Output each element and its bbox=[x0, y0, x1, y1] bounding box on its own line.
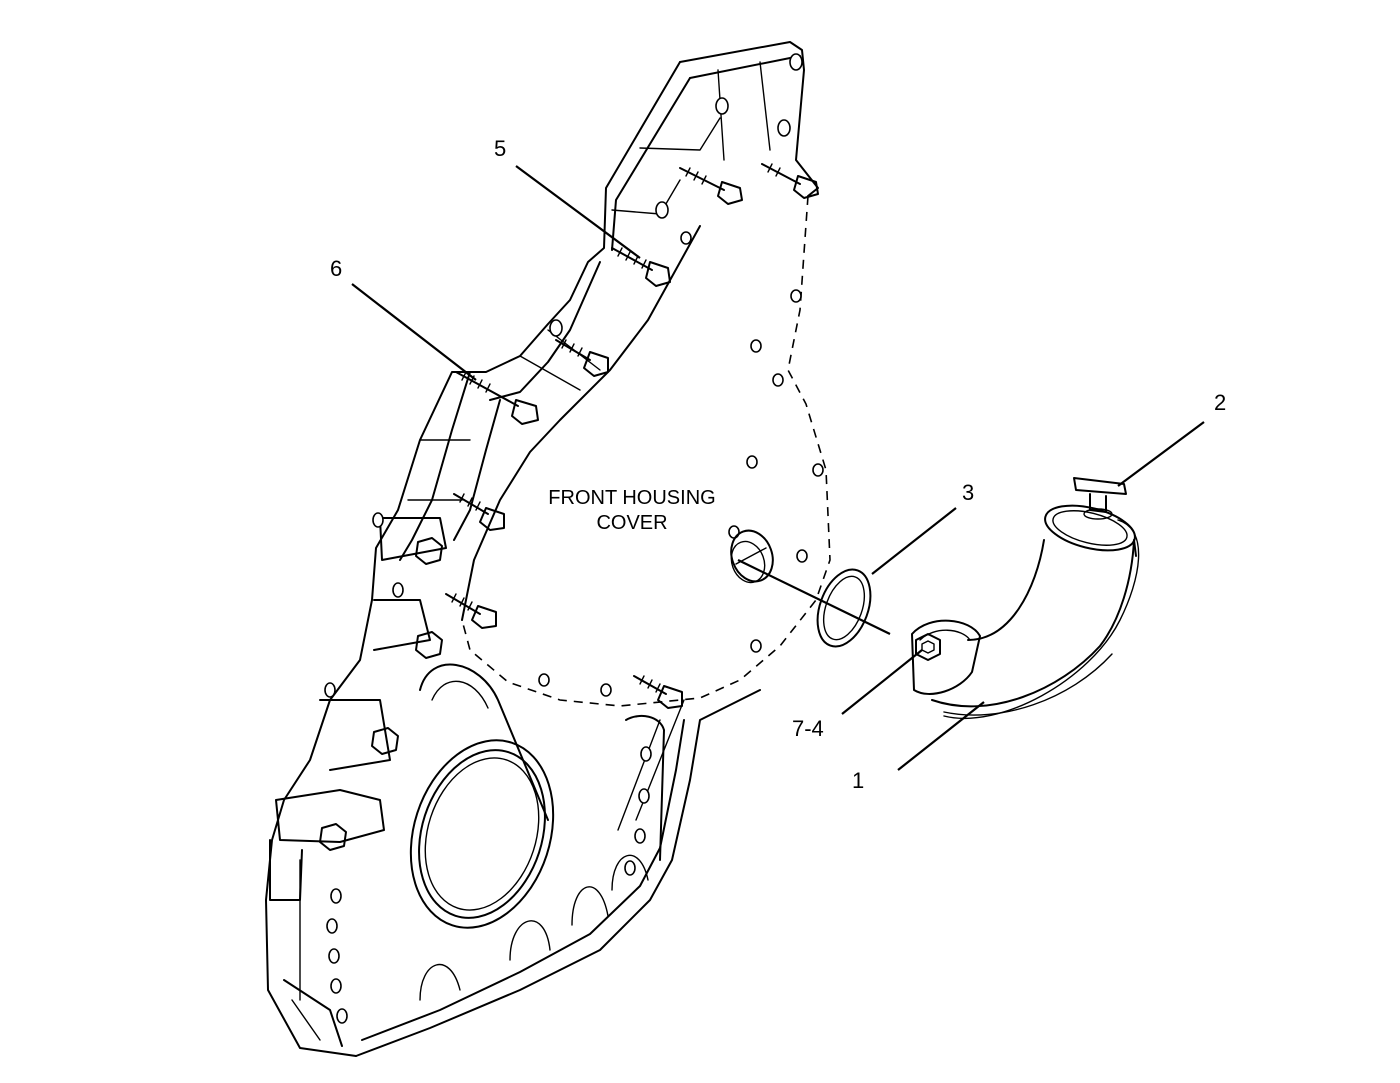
front-housing bbox=[265, 41, 819, 1057]
bolts bbox=[319, 163, 819, 851]
gasket bbox=[816, 568, 872, 648]
bolt-top-2 bbox=[761, 163, 819, 199]
bolt-item-5 bbox=[611, 247, 671, 287]
callout-3: 3 bbox=[962, 480, 975, 505]
callout-2: 2 bbox=[1214, 390, 1227, 415]
part-label-front-housing-cover: FRONT HOUSING COVER bbox=[522, 486, 742, 536]
callout-5: 5 bbox=[494, 136, 507, 161]
leader-port bbox=[737, 559, 891, 635]
leader-5 bbox=[515, 165, 641, 259]
leader-7-4 bbox=[841, 649, 923, 715]
part-label-line-1: FRONT HOUSING bbox=[548, 487, 716, 509]
cap bbox=[1073, 477, 1127, 520]
leader-1 bbox=[897, 701, 985, 771]
bolt-top-1 bbox=[679, 167, 743, 205]
front-housing-cover bbox=[461, 195, 831, 707]
callout-6: 6 bbox=[330, 256, 343, 281]
bolt-middle bbox=[555, 339, 609, 377]
leader-6 bbox=[351, 283, 477, 381]
part-label-line-2: COVER bbox=[596, 512, 668, 534]
bolt-left-2 bbox=[445, 593, 497, 629]
leader-lines bbox=[351, 165, 1205, 771]
callout-1: 1 bbox=[852, 768, 865, 793]
leader-3 bbox=[871, 507, 957, 575]
callout-7-4: 7-4 bbox=[792, 716, 824, 741]
bolt-left-1 bbox=[453, 493, 505, 531]
bolt-lower bbox=[633, 675, 683, 709]
leader-2 bbox=[1117, 421, 1205, 487]
bolt-item-6 bbox=[455, 371, 539, 425]
elbow-tube bbox=[911, 504, 1140, 720]
